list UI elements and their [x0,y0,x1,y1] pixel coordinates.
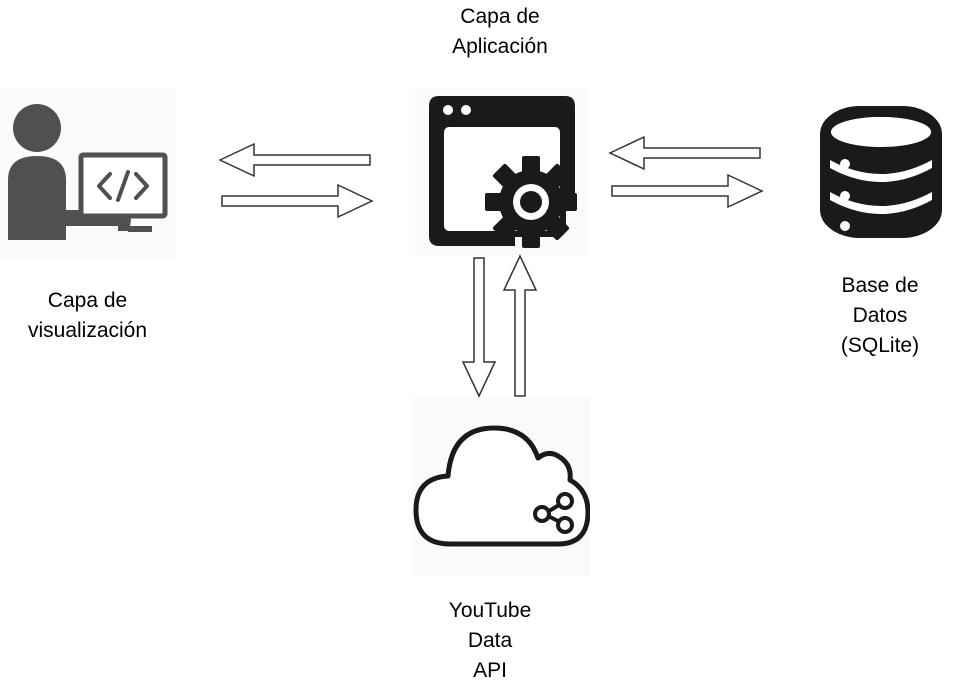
cloud-share-icon [412,398,591,576]
database-label-line-3: (SQLite) [840,334,920,357]
api-label-line-2: Data [467,629,513,652]
database-node [812,98,950,246]
api-node [412,398,591,576]
arrow-viz-to-app [221,183,374,219]
viz-layer-label: Capa de visualización [0,286,175,346]
arrow-api-to-app [502,254,538,397]
database-label: Base de Datos (SQLite) [800,271,960,361]
arrow-db-to-app [608,135,761,171]
app-layer-label-line-2: Aplicación [452,35,548,58]
arrow-app-to-viz [218,142,371,178]
viz-layer-label-line-1: Capa de [47,289,128,312]
api-label-line-3: API [473,659,507,682]
app-layer-label: Capa de Aplicación [400,2,600,62]
app-layer-node [415,88,587,256]
app-layer-label-line-1: Capa de [460,5,540,28]
database-icon [820,106,942,238]
viz-layer-node [0,88,175,258]
app-window-gear-icon [415,88,587,256]
database-label-line-1: Base de [841,274,919,297]
viz-layer-label-line-2: visualización [27,319,148,342]
arrow-app-to-api [461,257,497,398]
api-label: YouTube Data API [410,596,570,686]
database-label-line-2: Datos [852,304,908,327]
api-label-line-1: YouTube [448,599,532,622]
developer-at-computer-icon [0,88,175,258]
arrow-app-to-db [611,173,764,209]
